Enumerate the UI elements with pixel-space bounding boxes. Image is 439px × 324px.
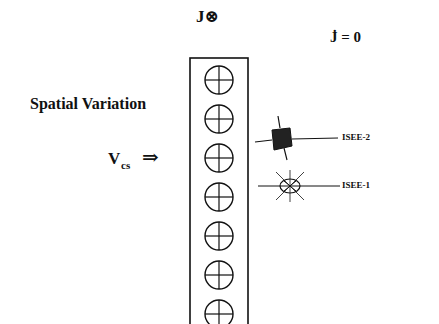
- isee-2-satellite: [255, 116, 338, 160]
- isee-1-satellite: [258, 170, 340, 202]
- current-derivative: J̇ = 0: [330, 30, 361, 45]
- current-label: J⊗: [196, 8, 219, 25]
- panel-title: Spatial Variation: [30, 96, 146, 112]
- spacecraft-name: ISEE-1: [342, 181, 370, 190]
- velocity-arrow: ⇒: [142, 147, 159, 167]
- current-symbols: [205, 66, 233, 324]
- current-sheet: [190, 58, 248, 324]
- velocity-subscript: cs: [121, 160, 130, 171]
- spacecraft-name: ISEE-2: [342, 133, 370, 142]
- velocity-symbol: V: [108, 150, 120, 167]
